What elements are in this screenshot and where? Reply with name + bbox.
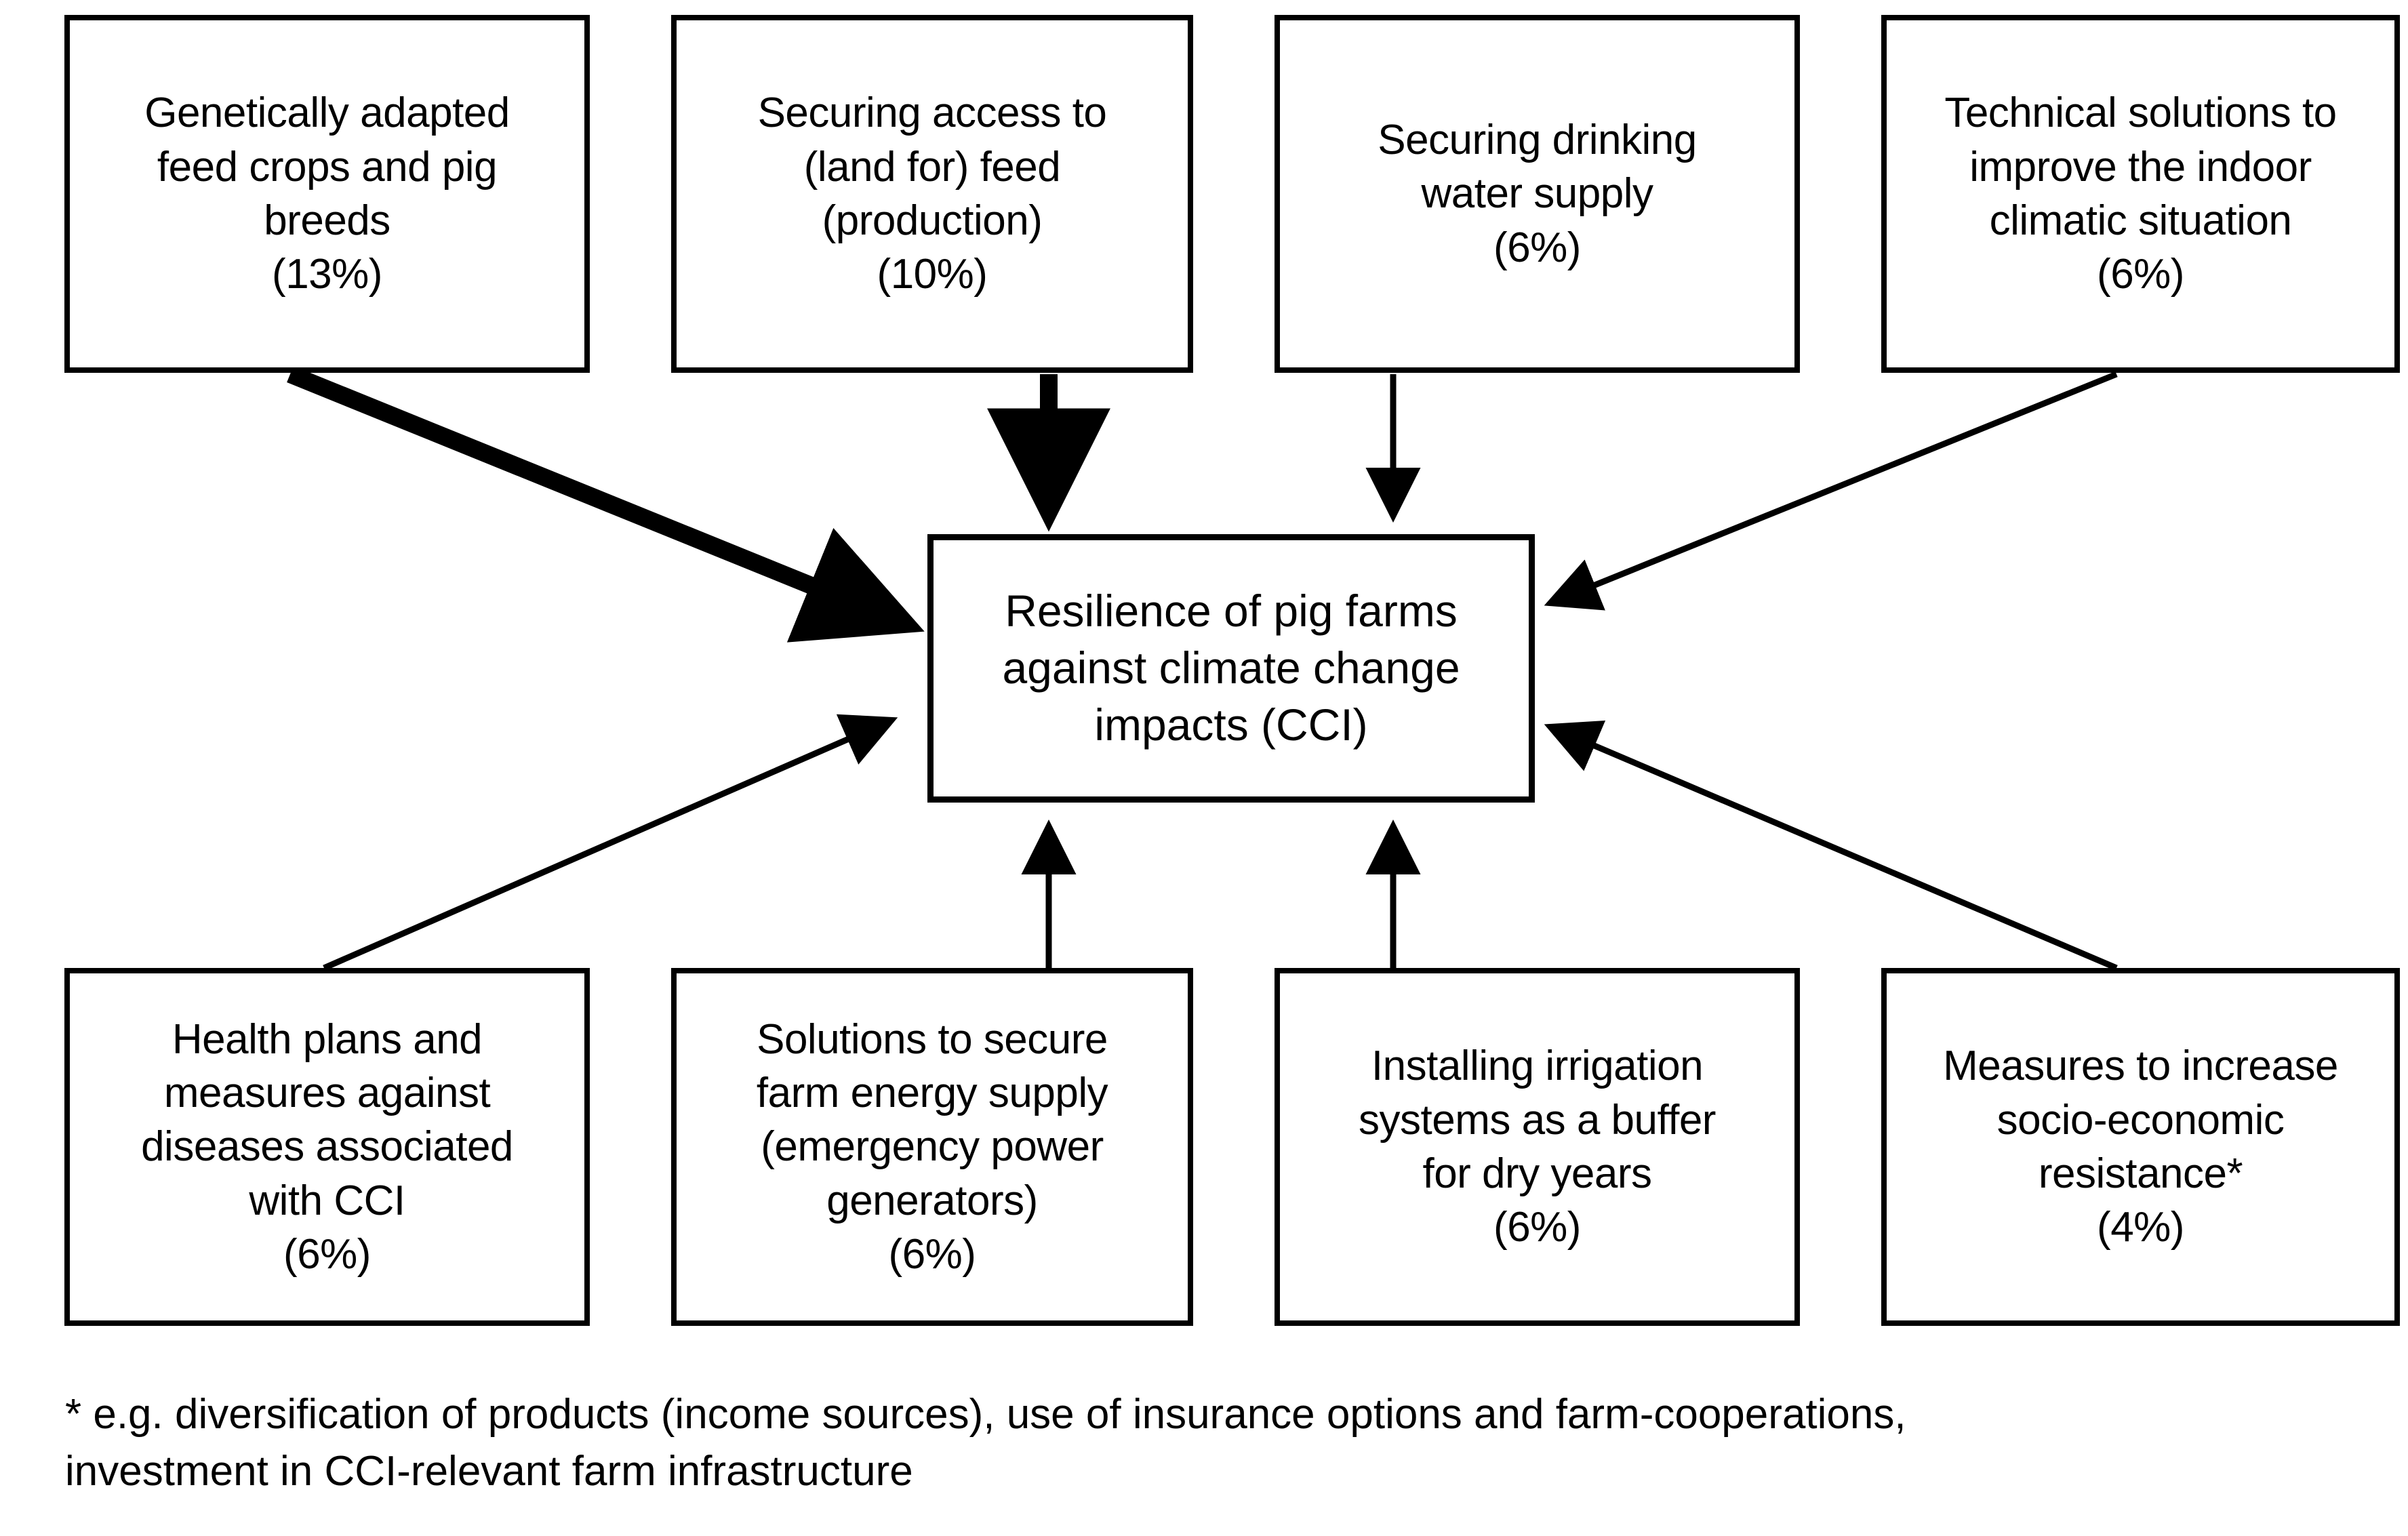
node-securing-drinking-water[interactable]: Securing drinking water supply (6%) xyxy=(1275,15,1800,373)
node-label: Genetically adapted feed crops and pig b… xyxy=(144,89,510,298)
node-health-plans[interactable]: Health plans and measures against diseas… xyxy=(64,968,590,1326)
node-label: Measures to increase socio-economic resi… xyxy=(1943,1043,2338,1251)
node-genetically-adapted-feed-crops[interactable]: Genetically adapted feed crops and pig b… xyxy=(64,15,590,373)
node-indoor-climatic-solutions[interactable]: Technical solutions to improve the indoo… xyxy=(1881,15,2400,373)
arrow-from-health-plans xyxy=(323,714,898,971)
central-node-label: Resilience of pig farms against climate … xyxy=(1002,586,1460,750)
node-label: Securing drinking water supply (6%) xyxy=(1378,116,1697,271)
arrow-from-indoor-climate xyxy=(1544,371,2118,611)
node-securing-feed-access[interactable]: Securing access to (land for) feed (prod… xyxy=(671,15,1193,373)
node-label: Installing irrigation systems as a buffe… xyxy=(1359,1043,1716,1251)
node-label: Health plans and measures against diseas… xyxy=(141,1015,513,1278)
footnote-text: * e.g. diversification of products (inco… xyxy=(65,1391,1906,1495)
node-label: Securing access to (land for) feed (prod… xyxy=(757,89,1107,298)
arrow-from-genetically-adapted xyxy=(287,365,925,643)
arrow-from-socio-economic xyxy=(1544,720,2118,971)
node-socio-economic-resistance[interactable]: Measures to increase socio-economic resi… xyxy=(1881,968,2400,1326)
node-central-resilience[interactable]: Resilience of pig farms against climate … xyxy=(927,534,1535,803)
node-farm-energy-supply[interactable]: Solutions to secure farm energy supply (… xyxy=(671,968,1193,1326)
node-label: Solutions to secure farm energy supply (… xyxy=(756,1015,1108,1278)
node-label: Technical solutions to improve the indoo… xyxy=(1944,89,2337,298)
node-irrigation-systems[interactable]: Installing irrigation systems as a buffe… xyxy=(1275,968,1800,1326)
